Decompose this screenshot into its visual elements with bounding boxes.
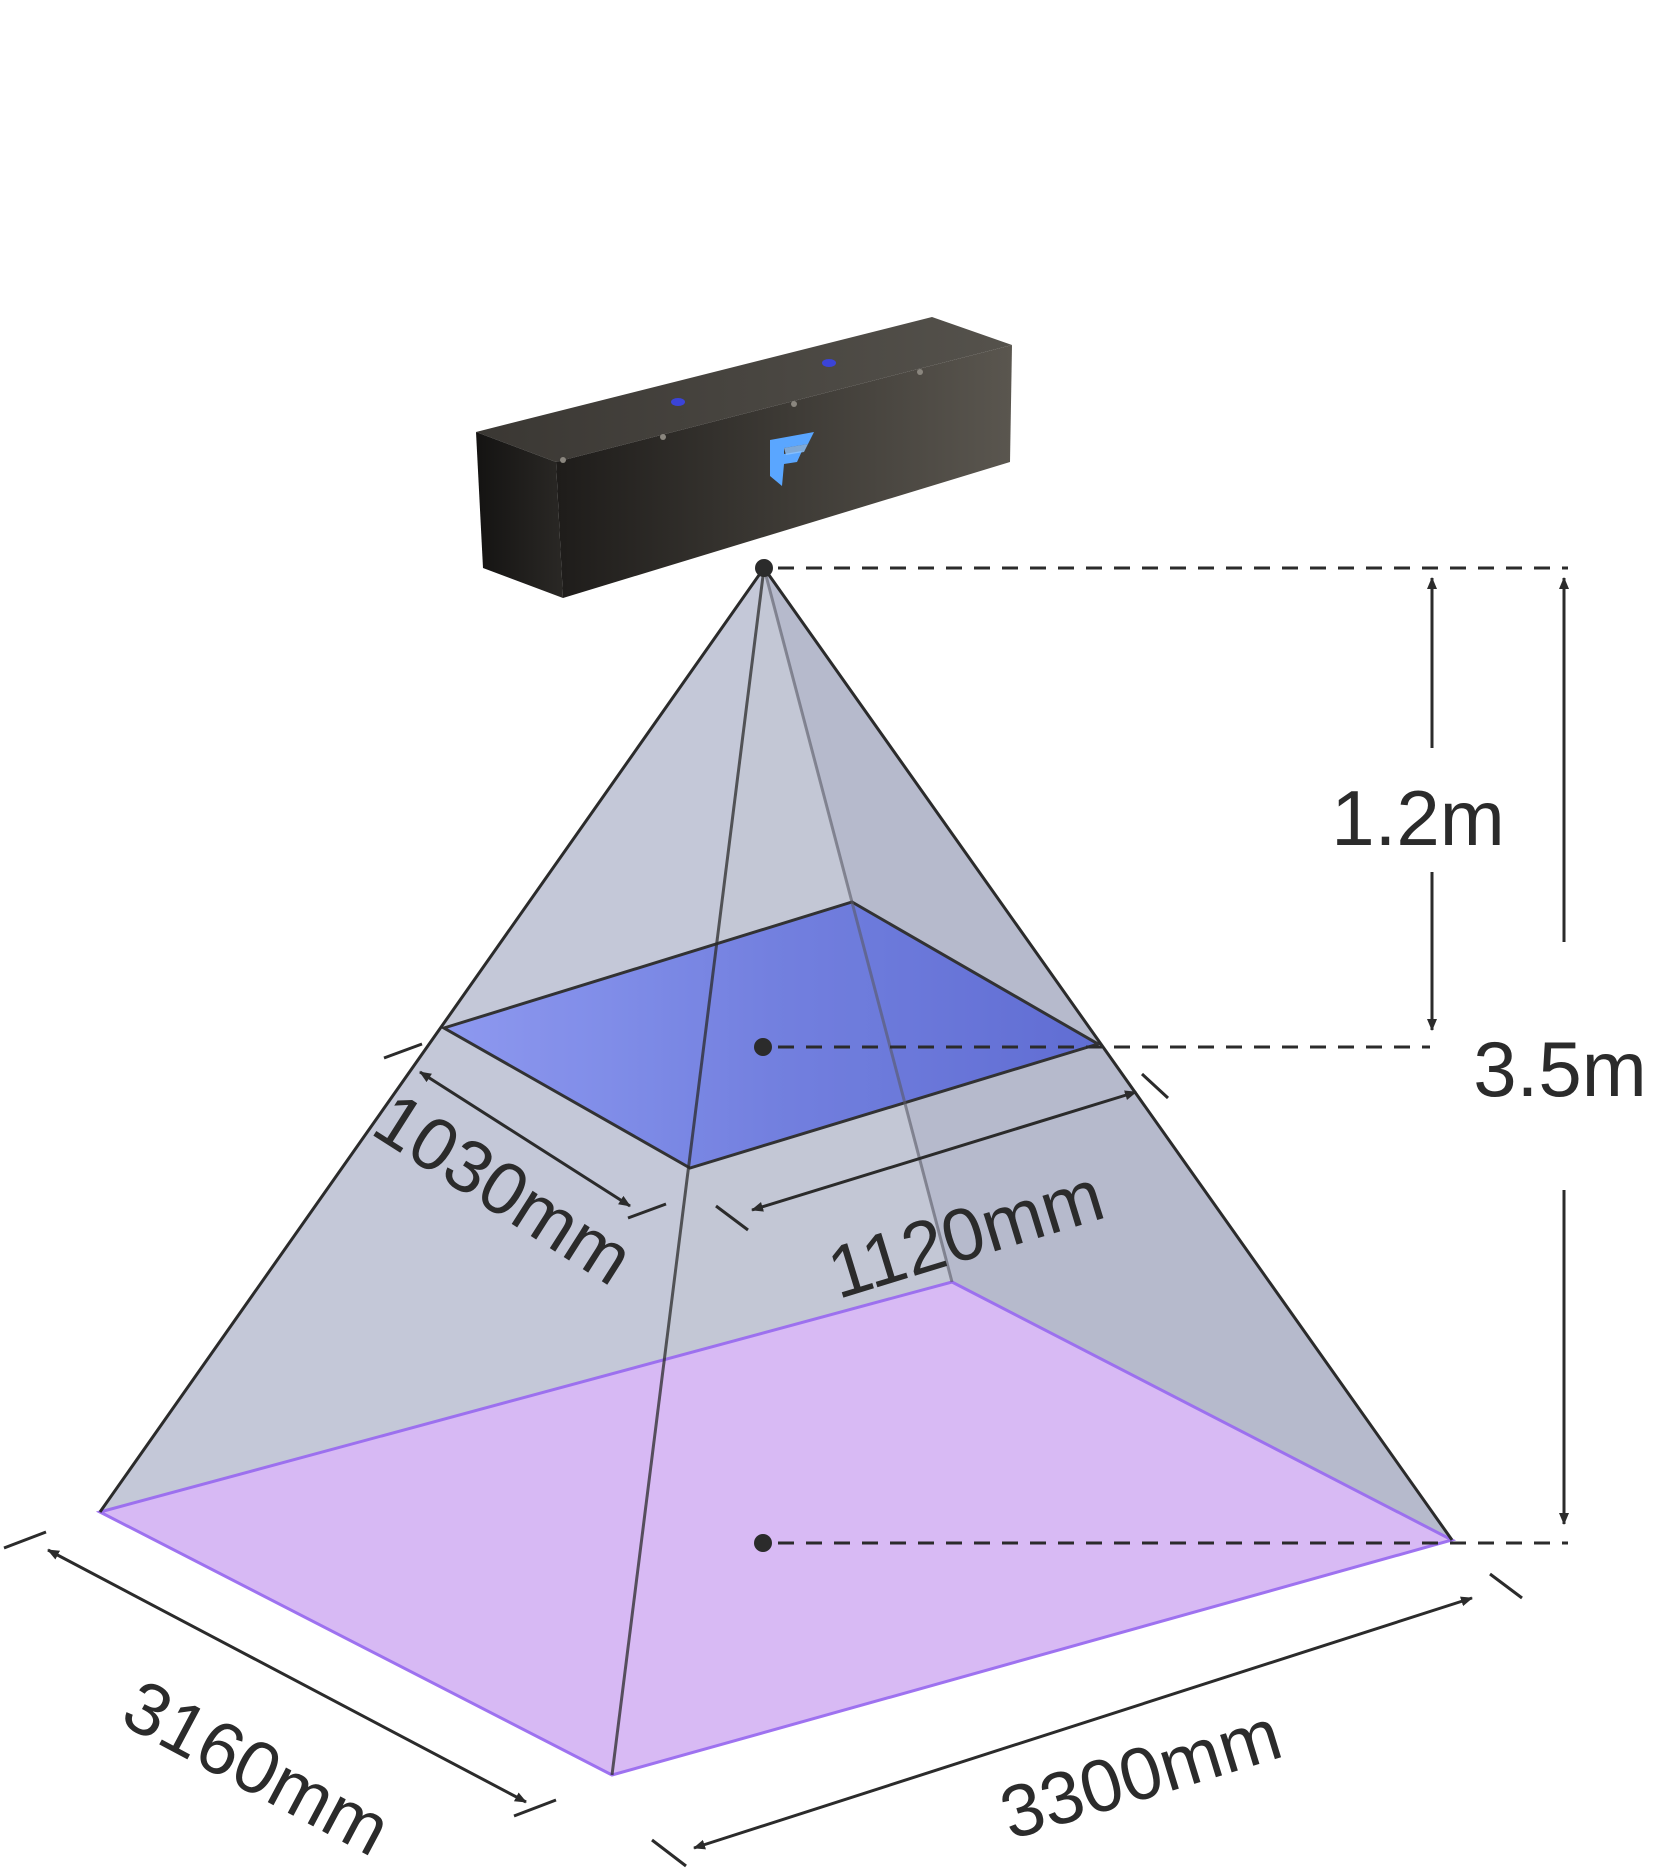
far-depth-tick <box>513 1798 557 1818</box>
view-frustum <box>95 559 1457 1777</box>
camera-screw <box>560 457 566 463</box>
height-near-label: 1.2m <box>1331 774 1504 862</box>
near-width-tick <box>1140 1072 1170 1100</box>
center-markers <box>754 566 1568 1552</box>
far-plane-center-point <box>754 1534 772 1552</box>
far-depth-arrow <box>47 1548 527 1804</box>
far-depth-tick <box>3 1530 47 1550</box>
frustum-edge <box>610 567 766 1776</box>
camera-sensor-hole-right <box>822 359 836 367</box>
far-width-tick <box>1489 1572 1523 1600</box>
near-width-arrow <box>751 1090 1137 1212</box>
height-dimension-far: 3.5m <box>1473 577 1647 1525</box>
near-depth-tick <box>627 1202 667 1220</box>
camera-device <box>476 317 1012 598</box>
frustum-edge <box>98 567 766 1513</box>
camera-screw <box>660 434 666 440</box>
near-depth-arrow <box>419 1070 631 1208</box>
camera-sensor-hole-left <box>671 398 685 406</box>
camera-screw <box>917 369 923 375</box>
far-depth-label: 3160mm <box>110 1663 403 1871</box>
far-width-arrow <box>693 1596 1473 1850</box>
height-far-label: 3.5m <box>1473 1025 1646 1113</box>
camera-top-face <box>476 317 1012 462</box>
height-dimension-near: 1.2m <box>1331 577 1505 1031</box>
camera-front-face <box>556 345 1012 598</box>
camera-screw <box>791 401 797 407</box>
near-plane-center-point <box>754 1038 772 1056</box>
camera-side-face <box>476 432 563 598</box>
far-width-tick <box>651 1838 687 1868</box>
camera-origin-point <box>755 559 773 577</box>
far-width-label: 3300mm <box>991 1692 1291 1856</box>
near-depth-tick <box>383 1042 423 1060</box>
frustum-edge <box>762 567 1454 1541</box>
stylized-f-logo-icon <box>770 432 814 486</box>
near-width-tick <box>715 1204 749 1232</box>
